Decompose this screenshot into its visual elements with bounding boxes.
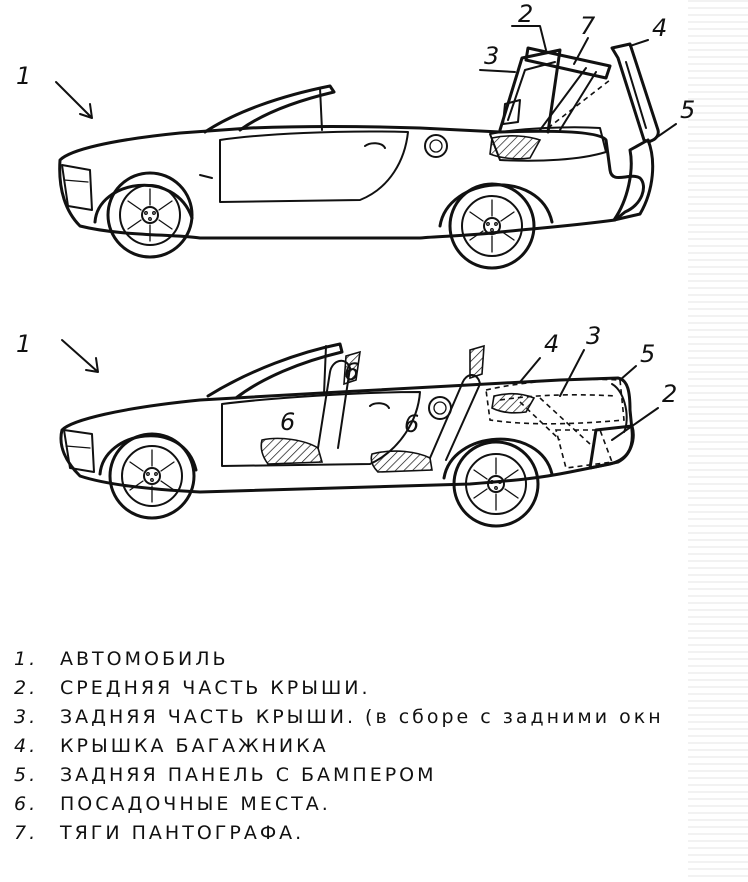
callout-top-rear-panel: 5 (680, 96, 695, 124)
callout-top-pantograph: 7 (580, 12, 596, 40)
scan-edge-texture (688, 0, 748, 882)
legend-number: 7. (14, 822, 39, 844)
car-bottom-roof-stowed (59, 342, 635, 528)
legend-text: ЗАДНЯЯ ЧАСТЬ КРЫШИ. (в сборе с задними о… (60, 706, 664, 728)
callout-bottom-trunk-lid: 4 (544, 330, 559, 358)
callout-top-mid-roof: 2 (518, 0, 533, 28)
car-top-roof-opening (58, 42, 660, 270)
legend-item: 1. АВТОМОБИЛЬ (14, 648, 748, 677)
legend-text: ЗАДНЯЯ ПАНЕЛЬ С БАМПЕРОМ (60, 764, 437, 786)
legend-text: КРЫШКА БАГАЖНИКА (60, 735, 329, 757)
legend-item: 6. ПОСАДОЧНЫЕ МЕСТА. (14, 793, 748, 822)
legend-number: 5. (14, 764, 39, 786)
callout-bottom-seats-rear: 6 (404, 410, 419, 438)
callout-bottom-mid-roof: 2 (662, 380, 677, 408)
legend-number: 4. (14, 735, 39, 757)
callout-bottom-car: 1 (16, 330, 31, 358)
bottom-callouts: 1 6 6 6 4 3 5 2 (16, 322, 677, 441)
legend-number: 3. (14, 706, 39, 728)
callout-top-rear-roof: 3 (484, 42, 499, 70)
legend-number: 2. (14, 677, 39, 699)
legend-number: 1. (14, 648, 39, 670)
callout-bottom-seats-front: 6 (280, 408, 295, 436)
callout-bottom-rear-roof: 3 (586, 322, 601, 350)
legend-item: 2. СРЕДНЯЯ ЧАСТЬ КРЫШИ. (14, 677, 748, 706)
legend-text: ПОСАДОЧНЫЕ МЕСТА. (60, 793, 331, 815)
legend-text: СРЕДНЯЯ ЧАСТЬ КРЫШИ. (60, 677, 371, 699)
callout-top-car: 1 (16, 62, 31, 90)
legend-item: 4. КРЫШКА БАГАЖНИКА (14, 735, 748, 764)
legend-item: 3. ЗАДНЯЯ ЧАСТЬ КРЫШИ. (в сборе с задними… (14, 706, 748, 735)
legend-text: ТЯГИ ПАНТОГРАФА. (60, 822, 305, 844)
legend-item: 5. ЗАДНЯЯ ПАНЕЛЬ С БАМПЕРОМ (14, 764, 748, 793)
top-callouts: 1 2 3 7 4 5 (16, 0, 695, 143)
callout-bottom-rear-panel: 5 (640, 340, 655, 368)
legend-list: 1. АВТОМОБИЛЬ 2. СРЕДНЯЯ ЧАСТЬ КРЫШИ. 3. ЗА… (14, 648, 748, 851)
legend-text: АВТОМОБИЛЬ (60, 648, 229, 670)
callout-top-trunk-lid: 4 (652, 14, 667, 42)
legend-item: 7. ТЯГИ ПАНТОГРАФА. (14, 822, 748, 851)
legend-number: 6. (14, 793, 39, 815)
callout-bottom-pantograph: 6 (344, 358, 359, 386)
